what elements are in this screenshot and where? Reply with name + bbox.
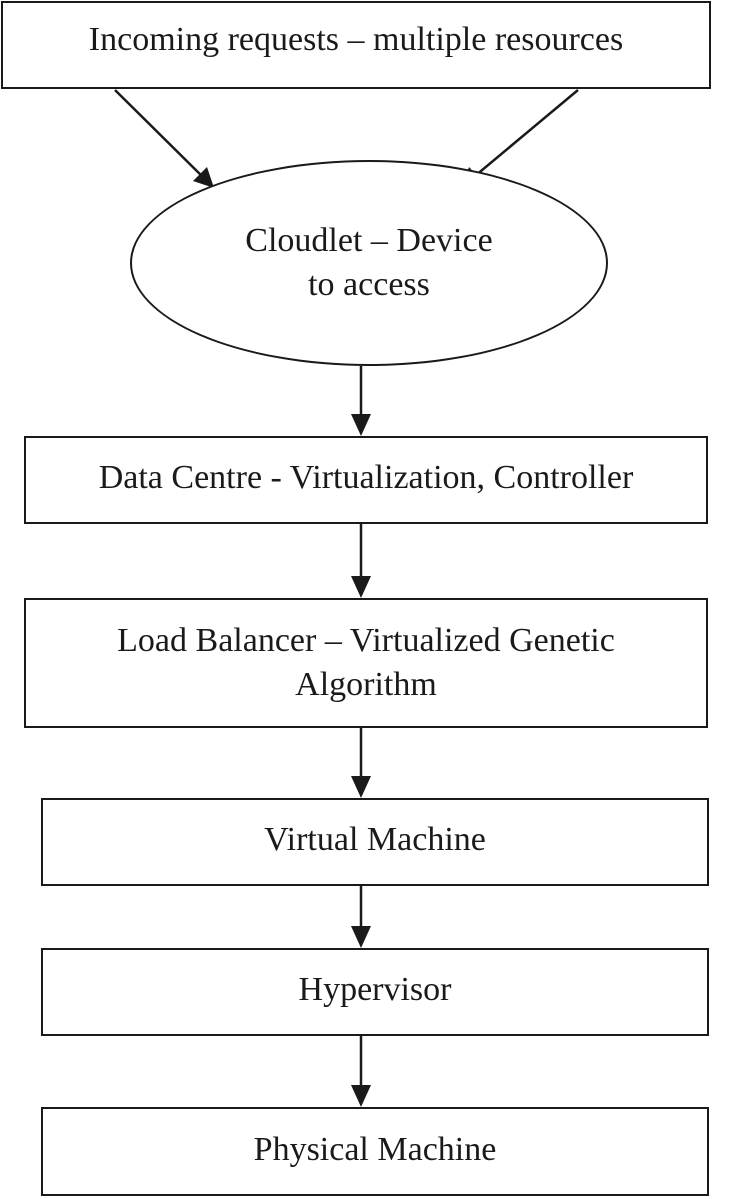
edge-requests-to-cloudlet-right [462, 89, 579, 187]
arrowhead-vm-to-hypervisor [351, 926, 371, 948]
node-cloudlet: Cloudlet – Device to access [130, 160, 608, 366]
arrowhead-datacentre-to-loadbalancer [351, 576, 371, 598]
arrowhead-loadbalancer-to-vm [351, 776, 371, 798]
node-virtual-machine: Virtual Machine [41, 798, 709, 886]
edge-requests-to-cloudlet-left [114, 89, 213, 187]
node-incoming-requests: Incoming requests – multiple resources [1, 1, 711, 89]
arrowhead-cloudlet-to-datacentre [351, 414, 371, 436]
node-load-balancer-label: Load Balancer – Virtualized Genetic Algo… [117, 622, 615, 703]
node-hypervisor-label: Hypervisor [298, 971, 452, 1008]
node-cloudlet-label: Cloudlet – Device to access [245, 222, 493, 303]
node-virtual-machine-label: Virtual Machine [264, 821, 486, 858]
node-physical-machine-label: Physical Machine [253, 1130, 497, 1168]
node-hypervisor: Hypervisor [41, 948, 709, 1036]
arrowhead-hypervisor-to-physical [351, 1085, 371, 1107]
node-incoming-requests-label: Incoming requests – multiple resources [88, 21, 624, 58]
arrowhead-requests-to-cloudlet-left [193, 167, 214, 188]
node-physical-machine: Physical Machine [41, 1107, 709, 1196]
node-load-balancer: Load Balancer – Virtualized Genetic Algo… [24, 598, 708, 728]
node-data-centre-label: Data Centre - Virtualization, Controller [98, 459, 634, 496]
node-data-centre: Data Centre - Virtualization, Controller [24, 436, 708, 524]
